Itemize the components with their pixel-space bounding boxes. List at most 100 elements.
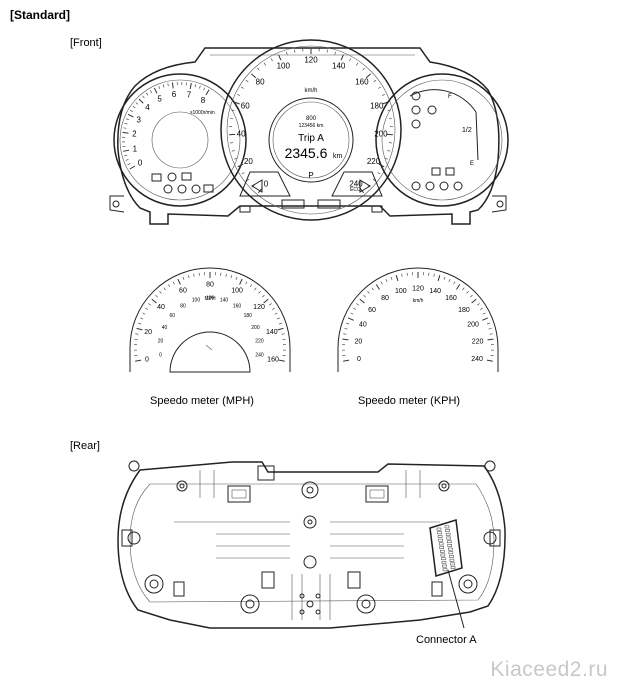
indicator-icon [431, 167, 441, 176]
speed-tick [263, 62, 266, 66]
mph-outer-tick [281, 333, 285, 335]
tach-tick [158, 85, 161, 89]
tach-tick [203, 87, 206, 91]
speed-label: 220 [367, 157, 381, 166]
speed-tick [286, 51, 288, 55]
kph-tick [343, 359, 350, 362]
connector-pin [448, 547, 453, 551]
speed-label: 20 [244, 157, 253, 166]
tire-pressure-icon [191, 184, 201, 194]
rear-view-label: [Rear] [70, 440, 100, 452]
tach-label: 8 [201, 96, 206, 105]
mph-outer-tick [148, 303, 151, 306]
kph-label: 220 [472, 338, 484, 345]
mph-outer-tick [142, 312, 146, 315]
speed-tick [237, 163, 244, 168]
speed-label: 120 [304, 56, 318, 65]
warning-lamp-icon [151, 173, 162, 182]
kph-tick [433, 273, 435, 277]
connector-pin [444, 525, 450, 529]
gear-indicator: P [308, 171, 313, 180]
odo-value: 800 [306, 116, 317, 122]
tach-tick [123, 149, 130, 152]
fuel-empty-label: E [470, 161, 474, 167]
speed-tick [356, 62, 359, 66]
tach-tick [125, 118, 129, 121]
mph-outer-tick [138, 322, 142, 325]
mph-outer-tick [262, 294, 265, 298]
speed-label: 140 [332, 61, 346, 70]
mph-outer-tick [269, 303, 272, 306]
tach-tick [162, 84, 165, 88]
mph-outer-label: 80 [206, 281, 214, 288]
connector-pin [437, 531, 442, 535]
mph-outer-tick [151, 298, 157, 304]
indicator-icon [453, 181, 463, 191]
kph-tick [471, 298, 477, 304]
indicator-icon [427, 105, 437, 115]
eco-indicator: ECO [350, 187, 361, 193]
speedo-mph-caption: Speedo meter (MPH) [150, 395, 254, 407]
mph-outer-label: 120 [253, 304, 265, 311]
mph-inner-label: 220 [255, 338, 264, 344]
speed-tick [377, 172, 381, 175]
mph-outer-label: 140 [266, 329, 278, 336]
indicator-icon [439, 181, 449, 191]
speed-unit: km/h [304, 88, 317, 94]
speed-label: 60 [241, 102, 250, 111]
mph-inner-label: 200 [251, 325, 260, 331]
kph-label: 240 [471, 356, 483, 363]
mph-outer-tick [145, 307, 149, 310]
speed-tick [231, 150, 235, 152]
indicator-icon [425, 181, 435, 191]
section-heading: [Standard] [10, 8, 70, 22]
connector-pin [441, 557, 446, 561]
connector-pin [442, 564, 447, 568]
trip-unit: km [333, 153, 343, 160]
watermark: Kiaceed2.ru [490, 658, 608, 681]
speed-tick [294, 49, 296, 53]
tach-tick [122, 131, 129, 134]
kph-tick [487, 338, 494, 341]
kph-tick [342, 338, 349, 341]
tach-label: 2 [132, 130, 137, 139]
front-view-label: [Front] [70, 37, 102, 49]
tach-label: 0 [138, 159, 143, 168]
kph-tick [486, 359, 493, 362]
connector-a-label: Connector A [416, 634, 477, 646]
connector-leader-line [447, 569, 465, 629]
tach-label: 5 [157, 94, 162, 103]
tach-tick [130, 109, 133, 112]
kph-label: 20 [355, 338, 363, 345]
trip-label: Trip A [298, 133, 324, 144]
mph-outer-tick [278, 359, 285, 362]
connector-pin [438, 542, 444, 546]
indicator-icon [411, 105, 421, 115]
mph-outer-tick [254, 287, 257, 291]
kph-tick [395, 275, 399, 282]
tach-label: 3 [137, 115, 142, 124]
speed-tick [334, 51, 336, 55]
tach-label: 4 [145, 103, 150, 112]
mph-outer-tick [277, 327, 284, 331]
tach-tick [127, 163, 131, 166]
kph-label: 180 [458, 307, 470, 314]
speed-tick [246, 178, 250, 182]
mph-inner-label: 180 [244, 313, 253, 319]
mph-outer-label: 160 [267, 356, 279, 363]
kph-unit: km/h [413, 298, 424, 304]
speed-tick [237, 93, 241, 96]
mph-outer-tick [167, 284, 171, 288]
connector-pin [439, 546, 444, 549]
tach-tick [205, 89, 210, 96]
speed-tick [231, 109, 235, 111]
mph-outer-tick [136, 327, 143, 331]
speed-tick [257, 67, 260, 71]
airbag-icon [177, 184, 187, 194]
tach-tick [199, 85, 201, 89]
connector-pin [450, 562, 455, 566]
mph-outer-tick [258, 291, 261, 294]
kph-tick [401, 273, 403, 277]
